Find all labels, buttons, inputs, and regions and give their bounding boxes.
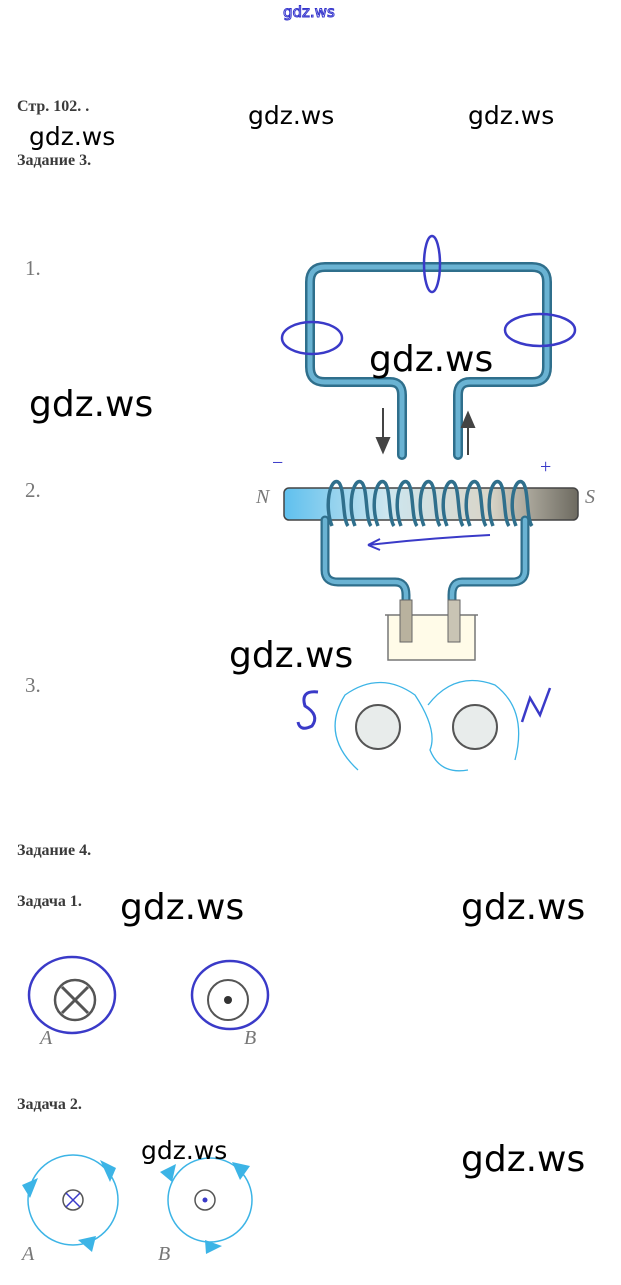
problem2-label-a: A	[22, 1243, 35, 1265]
coil-label-minus: −	[272, 452, 284, 474]
field-lines	[334, 679, 520, 772]
watermark: gdz.ws	[461, 1139, 586, 1180]
conductor-left	[355, 704, 401, 750]
current-arrows-icon	[375, 408, 476, 455]
coil-turn	[464, 480, 488, 528]
handdrawn-letter-s-icon	[296, 690, 319, 730]
watermark: gdz.ws	[229, 635, 354, 676]
coil-turn	[510, 480, 534, 528]
problem1-figure-b	[190, 959, 270, 1031]
coil-turn	[326, 480, 350, 528]
current-arrow-handdrawn-icon	[367, 534, 491, 551]
problem1-label-a: A	[40, 1027, 53, 1049]
problem2-label-b: B	[158, 1243, 171, 1265]
watermark: gdz.ws	[248, 101, 335, 130]
problem2-figure-b	[160, 1157, 253, 1254]
handdrawn-field-loops-icon	[280, 234, 577, 356]
watermark: gdz.ws	[141, 1136, 228, 1165]
coil-turn	[372, 480, 396, 528]
site-link[interactable]: gdz.ws	[283, 3, 336, 22]
electrode-right	[447, 599, 461, 643]
watermark: gdz.ws	[369, 339, 494, 380]
lower-wire	[320, 515, 530, 610]
watermark: gdz.ws	[468, 101, 555, 130]
problem1-label-b: B	[244, 1027, 257, 1049]
task3-heading: Задание 3.	[17, 152, 92, 169]
wire-loop	[305, 262, 552, 460]
handdrawn-letter-n-icon	[520, 687, 552, 723]
coil-label-north: N	[256, 486, 270, 508]
coil-turn	[395, 480, 419, 528]
problem1-heading: Задача 1.	[17, 893, 82, 910]
conductor-right	[452, 704, 498, 750]
coil-turn	[349, 480, 373, 528]
coil-turn	[418, 480, 442, 528]
watermark: gdz.ws	[120, 887, 245, 928]
watermark: gdz.ws	[461, 887, 586, 928]
electrode-left	[399, 599, 413, 643]
coil-turn	[487, 480, 511, 528]
coil-turn	[441, 480, 465, 528]
watermark: gdz.ws	[29, 384, 154, 425]
problem2-figure-a	[22, 1154, 119, 1252]
problem2-heading: Задача 2.	[17, 1096, 82, 1113]
coil-label-plus: +	[540, 456, 552, 478]
coil-label-south: S	[585, 486, 595, 508]
page-reference: Стр. 102. .	[17, 98, 90, 115]
watermark: gdz.ws	[29, 122, 116, 151]
item-number-1: 1.	[25, 256, 41, 280]
beaker	[385, 614, 478, 661]
item-number-3: 3.	[25, 673, 41, 697]
item-number-2: 2.	[25, 478, 41, 502]
task4-heading: Задание 4.	[17, 842, 92, 859]
problem1-figure-a	[27, 955, 117, 1035]
